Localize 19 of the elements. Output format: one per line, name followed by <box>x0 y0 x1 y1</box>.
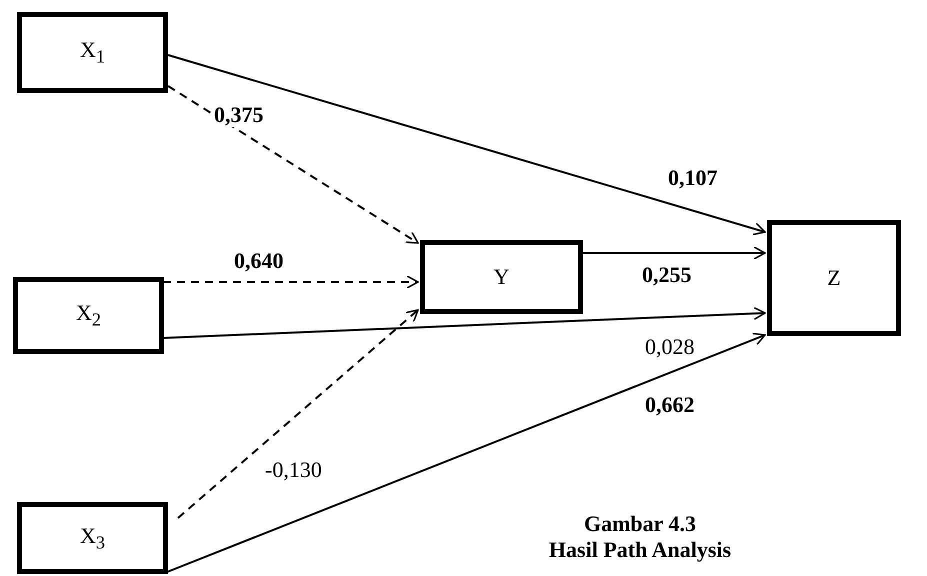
variable-box <box>17 502 168 574</box>
arrow <box>166 332 766 573</box>
variable-label: Y <box>494 264 510 290</box>
variable-box <box>17 12 168 93</box>
variable-label: X$_{3}$ <box>80 522 106 554</box>
dashed-arrow <box>163 275 419 289</box>
variable-box <box>13 277 164 354</box>
variable-label: X$_{2}$ <box>76 300 102 331</box>
figure-title: Gambar 4.3 <box>582 512 698 536</box>
figure-caption: Hasil Path Analysis <box>548 538 732 562</box>
arrow <box>583 246 766 260</box>
variable-label: X$_{1}$ <box>80 37 106 68</box>
dashed-arrow <box>167 85 419 244</box>
variable-box <box>767 220 901 336</box>
variable-label: Z <box>827 265 841 291</box>
arrow <box>168 54 766 236</box>
variable-box <box>420 240 583 314</box>
dashed-arrow <box>177 309 419 519</box>
arrow <box>162 306 766 339</box>
